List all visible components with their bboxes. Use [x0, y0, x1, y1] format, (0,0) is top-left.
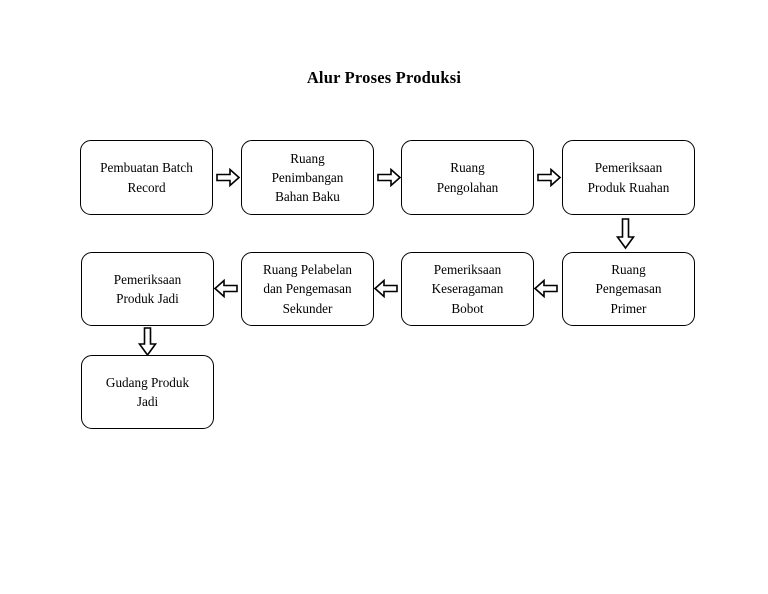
node-label: Ruang Penimbangan Bahan Baku — [271, 150, 344, 205]
process-node-pembuatan-batch-record[interactable]: Pembuatan Batch Record — [80, 140, 213, 215]
arrow-right-icon-n1-n2 — [216, 167, 241, 188]
arrow-left-icon-n6-n7 — [373, 278, 398, 299]
arrow-down-icon-n4-n5 — [615, 218, 636, 250]
node-label: Gudang Produk Jadi — [105, 374, 190, 409]
node-label: Pemeriksaan Keseragaman Bobot — [431, 262, 504, 316]
arrow-right-icon-n3-n4 — [537, 167, 562, 188]
node-label: Pembuatan Batch Record — [100, 160, 193, 195]
process-node-pemeriksaan-produk-jadi[interactable]: Pemeriksaan Produk Jadi — [81, 252, 214, 326]
process-node-pemeriksaan-produk-ruahan[interactable]: Pemeriksaan Produk Ruahan — [562, 140, 695, 215]
node-label: Pemeriksaan Produk Jadi — [113, 271, 182, 306]
arrow-down-icon-n8-n9 — [137, 327, 158, 357]
node-label: Pemeriksaan Produk Ruahan — [587, 160, 670, 195]
node-label: Ruang Pengemasan Primer — [595, 262, 662, 316]
process-node-ruang-penimbangan-bahan-baku[interactable]: Ruang Penimbangan Bahan Baku — [241, 140, 374, 215]
node-label: Ruang Pelabelan dan Pengemasan Sekunder — [263, 262, 352, 316]
arrow-right-icon-n2-n3 — [377, 167, 402, 188]
process-node-ruang-pengolahan[interactable]: Ruang Pengolahan — [401, 140, 534, 215]
process-node-gudang-produk-jadi[interactable]: Gudang Produk Jadi — [81, 355, 214, 429]
process-node-ruang-pelabelan-dan-pengemasan-sekunder[interactable]: Ruang Pelabelan dan Pengemasan Sekunder — [241, 252, 374, 326]
arrow-left-icon-n7-n8 — [213, 278, 238, 299]
node-label: Ruang Pengolahan — [436, 160, 499, 195]
page-title: Alur Proses Produksi — [306, 68, 462, 87]
process-node-pemeriksaan-keseragaman-bobot[interactable]: Pemeriksaan Keseragaman Bobot — [401, 252, 534, 326]
arrow-left-icon-n5-n6 — [533, 278, 558, 299]
process-node-ruang-pengemasan-primer[interactable]: Ruang Pengemasan Primer — [562, 252, 695, 326]
